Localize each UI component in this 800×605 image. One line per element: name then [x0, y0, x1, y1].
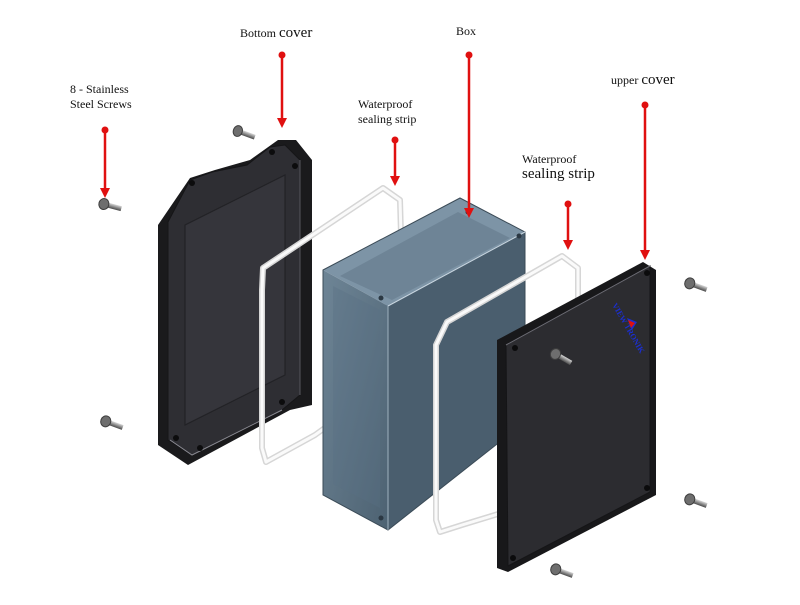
- label-upper-cover: upper cover: [611, 73, 675, 88]
- arrow-bottom-cover: [277, 51, 287, 128]
- arrow-strip-left: [390, 136, 400, 186]
- label-upper-cover-small: upper: [611, 73, 639, 87]
- label-strip-right-line1: Waterproof: [522, 152, 577, 166]
- label-strip-left-line1: Waterproof: [358, 97, 413, 111]
- arrow-strip-right: [563, 200, 573, 250]
- screw: [232, 125, 256, 140]
- box: [322, 197, 526, 531]
- bottom-cover: [158, 140, 312, 465]
- label-screws: 8 - Stainless Steel Screws: [70, 82, 132, 112]
- upper-cover: VIEW TRONIK: [497, 262, 656, 572]
- screw: [684, 277, 708, 292]
- screw: [549, 348, 573, 366]
- label-strip-right: Waterproof sealing strip: [522, 152, 595, 182]
- arrow-upper-cover: [640, 101, 650, 260]
- arrow-screws: [100, 126, 110, 198]
- label-upper-cover-big: cover: [641, 72, 675, 88]
- label-strip-left-line2: sealing strip: [358, 112, 417, 126]
- label-screws-line2: Steel Screws: [70, 97, 132, 111]
- label-bottom-cover-small: Bottom: [240, 26, 277, 40]
- screw: [98, 198, 122, 212]
- label-strip-left: Waterproof sealing strip: [358, 97, 416, 127]
- screw: [684, 493, 708, 508]
- arrow-box: [464, 51, 474, 218]
- label-box: Box: [456, 24, 477, 38]
- label-bottom-cover-big: cover: [279, 25, 313, 41]
- label-screws-line1: 8 - Stainless: [70, 82, 129, 96]
- label-bottom-cover: Bottom cover: [240, 26, 312, 41]
- screw: [100, 415, 124, 430]
- screw: [550, 563, 574, 578]
- label-strip-right-line2: sealing strip: [522, 166, 595, 182]
